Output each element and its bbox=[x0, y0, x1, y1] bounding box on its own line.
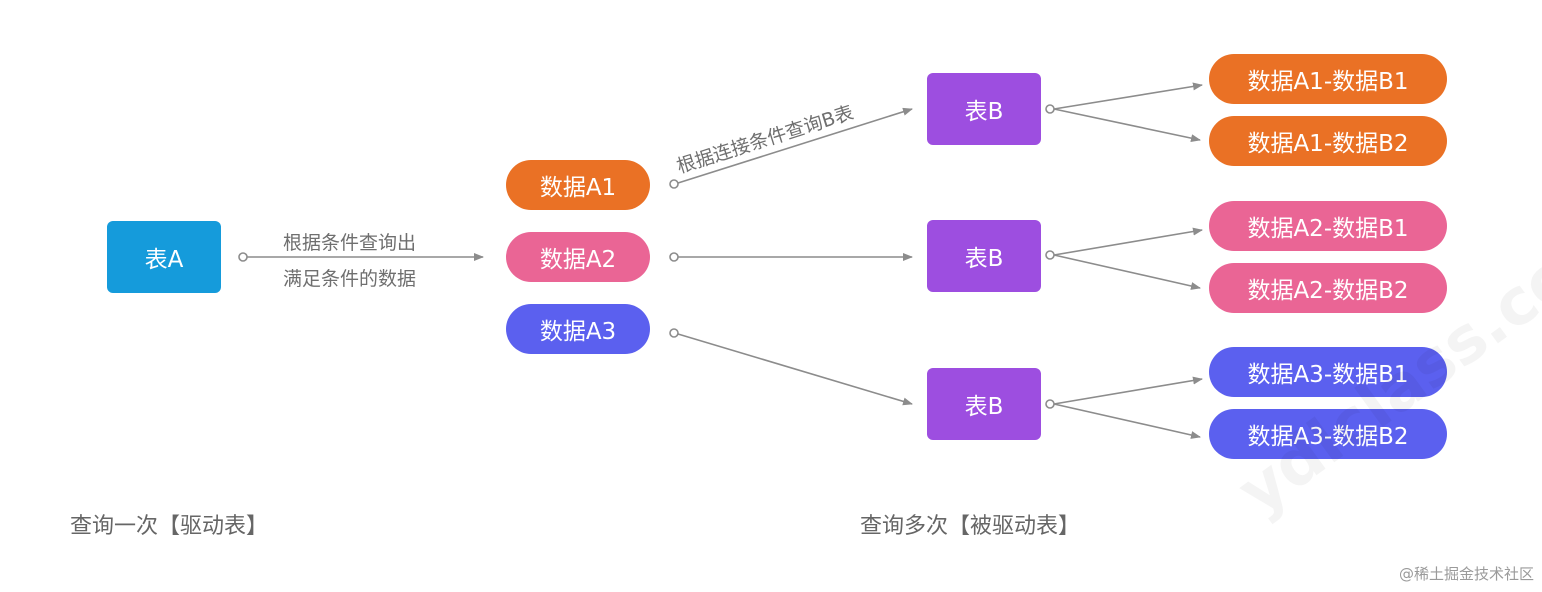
edge-start-dot bbox=[1045, 399, 1055, 409]
table-b-node-2: 表B bbox=[927, 220, 1041, 292]
result-a3-b2: 数据A3-数据B2 bbox=[1209, 409, 1447, 459]
edge-a3-to-tableB3 bbox=[677, 333, 913, 406]
result-a2-b1: 数据A2-数据B1 bbox=[1209, 201, 1447, 251]
result-a3-b1: 数据A3-数据B1 bbox=[1209, 347, 1447, 397]
edge-start-dot bbox=[238, 252, 248, 262]
data-a1-node: 数据A1 bbox=[506, 160, 650, 210]
edge-label-line1: 根据条件查询出 bbox=[283, 232, 417, 254]
edge-b2-to-result4 bbox=[1053, 254, 1201, 290]
table-a-node: 表A bbox=[107, 221, 221, 293]
result-a2-b2: 数据A2-数据B2 bbox=[1209, 263, 1447, 313]
edge-a1-to-tableB1 bbox=[677, 107, 913, 184]
edge-b3-to-result5 bbox=[1053, 376, 1203, 405]
caption-driven-table: 查询多次【被驱动表】 bbox=[860, 514, 1081, 539]
edge-b1-to-result1 bbox=[1053, 82, 1203, 110]
table-b-node-1: 表B bbox=[927, 73, 1041, 145]
edge-start-dot bbox=[1045, 250, 1055, 260]
edge-label-line2: 满足条件的数据 bbox=[283, 268, 417, 290]
edge-start-dot bbox=[669, 328, 679, 338]
data-a2-node: 数据A2 bbox=[506, 232, 650, 282]
edge-b2-to-result3 bbox=[1053, 227, 1203, 256]
table-b-node-3: 表B bbox=[927, 368, 1041, 440]
result-a1-b2: 数据A1-数据B2 bbox=[1209, 116, 1447, 166]
credit-text: @稀土掘金技术社区 bbox=[1398, 565, 1534, 583]
edge-start-dot bbox=[669, 179, 679, 189]
edge-b3-to-result6 bbox=[1053, 403, 1201, 439]
caption-driving-table: 查询一次【驱动表】 bbox=[70, 514, 269, 539]
edge-b1-to-result2 bbox=[1053, 108, 1201, 143]
edge-start-dot bbox=[1045, 104, 1055, 114]
result-a1-b1: 数据A1-数据B1 bbox=[1209, 54, 1447, 104]
edge-start-dot bbox=[669, 252, 679, 262]
data-a3-node: 数据A3 bbox=[506, 304, 650, 354]
